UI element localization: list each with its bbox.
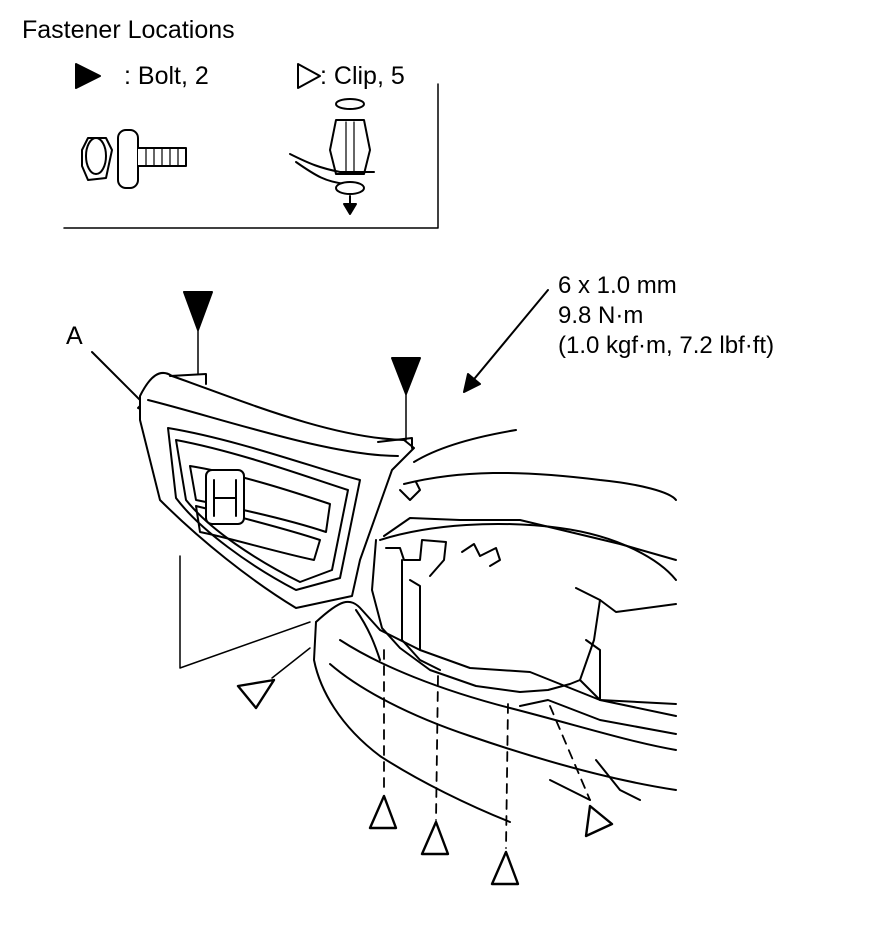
clip-marker-4-icon: [584, 804, 614, 838]
front-grille: [139, 371, 415, 609]
clip-marker-3-icon: [490, 850, 520, 886]
clip-legend-label: : Clip, 5: [320, 62, 405, 90]
diagram-title: Fastener Locations: [22, 16, 235, 44]
front-bumper: [313, 600, 677, 823]
bolt-marker-icon: [75, 63, 101, 89]
clip-marker-2-icon: [420, 820, 450, 856]
torque-arrow-icon: [463, 373, 481, 393]
clip-marker-left-icon: [236, 678, 276, 710]
clip-illustration-icon: [289, 98, 375, 215]
bolt-size-spec: 6 x 1.0 mm: [558, 272, 677, 299]
bolt-marker-right-icon: [391, 357, 421, 395]
legend-box: [63, 83, 439, 229]
clip-marker-1-icon: [368, 794, 398, 830]
torque-nm-spec: 9.8 N·m: [558, 302, 644, 329]
callout-a-label: A: [66, 322, 83, 350]
torque-alt-spec: (1.0 kgf·m, 7.2 lbf·ft): [558, 332, 775, 359]
clip-marker-icon: [297, 63, 321, 89]
clip-leader-lines: [383, 649, 591, 849]
vehicle-front-body: [371, 429, 677, 705]
bolt-marker-left-icon: [183, 291, 213, 331]
bolt-illustration-icon: [81, 129, 187, 189]
bolt-legend-label: : Bolt, 2: [124, 62, 209, 90]
